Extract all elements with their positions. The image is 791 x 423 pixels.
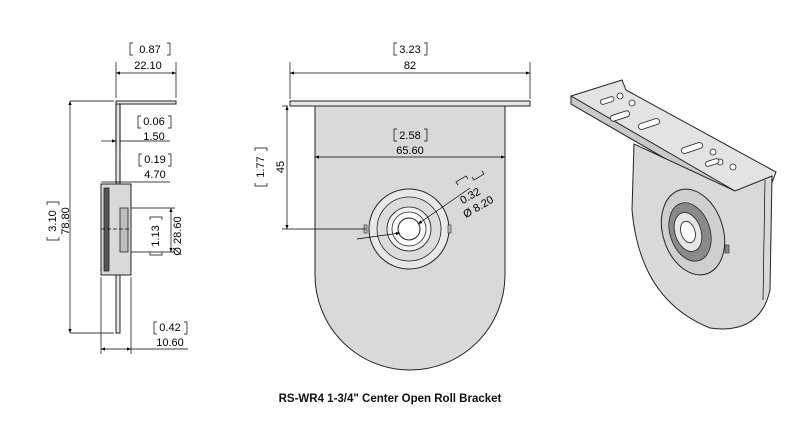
side-offset-in: 0.19: [144, 154, 165, 166]
isometric-view: [570, 79, 777, 330]
front-width-in: 3.23: [399, 44, 420, 56]
front-plate-width-mm: 65.60: [396, 145, 424, 157]
front-view: 3.23 82 2.58 65.60 1.77 45 0.32 Ø 8.20: [254, 42, 531, 371]
side-width-in: 0.87: [139, 44, 160, 56]
side-bearing-in: 1.13: [150, 225, 162, 246]
side-width-mm: 22.10: [134, 60, 162, 72]
side-view-part: [100, 100, 177, 334]
side-bearing-mm: Ø 28.60: [172, 216, 184, 255]
front-plate-width-in: 2.58: [399, 130, 420, 142]
side-view: 0.87 22.10 0.06 1.50 0.19 4.70 3.10 78.8…: [46, 42, 188, 354]
front-width-mm: 82: [404, 60, 416, 72]
drawing-caption: RS-WR4 1-3/4" Center Open Roll Bracket: [279, 393, 502, 405]
side-thickness-mm: 1.50: [143, 131, 164, 143]
side-thickness-in: 0.06: [143, 116, 164, 128]
side-height-in: 3.10: [47, 210, 59, 231]
front-center-height-mm: 45: [275, 161, 287, 173]
side-offset-mm: 4.70: [144, 169, 165, 181]
front-view-part: [289, 100, 531, 371]
side-base-mm: 10.60: [156, 337, 184, 349]
side-height-mm: 78.80: [60, 207, 72, 235]
front-center-height-in: 1.77: [255, 156, 267, 177]
side-base-in: 0.42: [159, 322, 180, 334]
